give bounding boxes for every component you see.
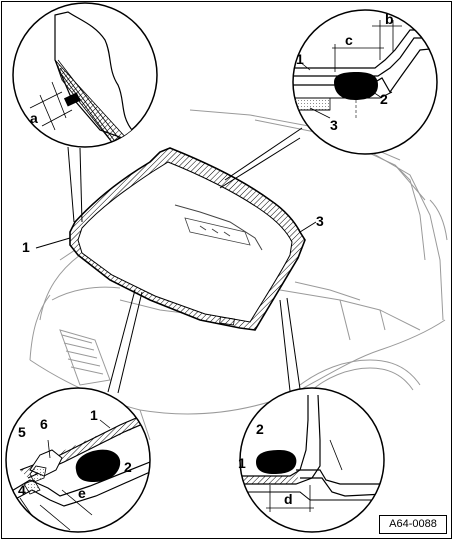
label-1-top-right: 1 [296,51,304,67]
label-6: 6 [40,416,48,432]
detail-circle-bottom-right: 1 2 d [238,387,385,533]
detail-circle-top-right: b c 1 2 3 [292,9,438,155]
label-1-bottom-right: 1 [238,455,246,471]
label-b: b [385,11,394,27]
label-c: c [345,32,353,48]
leader-label-1 [35,237,71,249]
label-2-top-right: 2 [380,91,388,107]
label-2-bottom-left: 2 [124,459,132,475]
detail-circle-top-left: a [12,2,158,148]
label-3-top-right: 3 [330,117,338,133]
label-e: e [78,485,86,501]
label-d: d [284,491,293,507]
windshield [69,147,306,331]
label-2-bottom-right: 2 [256,421,264,437]
label-1-main: 1 [22,239,30,255]
reference-number: A64-0088 [379,515,447,534]
label-5: 5 [18,424,26,440]
label-3-main: 3 [316,213,324,229]
detail-circle-bottom-left: 1 2 4 5 6 e [5,387,151,533]
label-a: a [30,110,38,126]
label-1-bottom-left: 1 [90,407,98,423]
label-4: 4 [18,482,26,498]
leader-lines [67,127,303,394]
leader-label-3 [299,221,317,233]
